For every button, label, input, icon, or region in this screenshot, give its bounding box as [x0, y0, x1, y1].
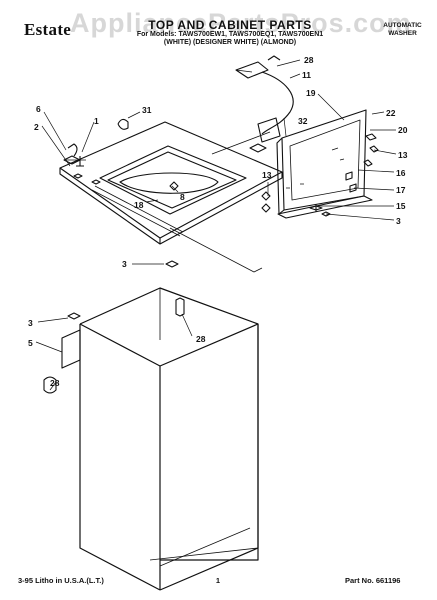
callout-13-right: 13 — [398, 150, 408, 160]
top-panel-left-edge — [59, 168, 161, 245]
callout-labels: 28 11 31 6 1 2 8 18 19 32 22 20 13 16 17… — [28, 55, 408, 388]
harness-connector-bottom — [257, 117, 281, 143]
part-3-clip-top — [165, 260, 179, 268]
callout-31: 31 — [142, 105, 152, 115]
part-28-screw-right — [175, 297, 185, 317]
callout-18: 18 — [134, 200, 144, 210]
callout-22: 22 — [386, 108, 396, 118]
lid-opening-inner — [107, 151, 237, 209]
cabinet-left-edge — [79, 324, 161, 591]
callout-32: 32 — [298, 116, 308, 126]
callout-3-left: 3 — [28, 318, 33, 328]
washer-top-assembly — [59, 118, 283, 273]
callout-19: 19 — [306, 88, 316, 98]
harness-connector-top — [235, 61, 269, 79]
print-info: 3-95 Litho in U.S.A.(L.T.) — [18, 576, 104, 585]
callout-17-lower: 3 — [396, 216, 401, 226]
color-list: (WHITE) (DESIGNER WHITE) (ALMOND) — [163, 39, 297, 46]
cabinet-right-front — [159, 324, 259, 591]
callout-15: 15 — [396, 201, 406, 211]
lid-opening-curve — [119, 172, 219, 194]
callout-28-right: 28 — [196, 334, 206, 344]
console-panel — [211, 109, 379, 219]
part-32-grommet — [249, 143, 267, 153]
top-panel-front-edge — [159, 172, 283, 245]
part-13-screws-left — [261, 191, 271, 213]
page-number: 1 — [215, 576, 221, 585]
product-type-line2: WASHER — [388, 30, 417, 37]
callout-6: 6 — [36, 104, 41, 114]
diagram-title: TOP AND CABINET PARTS — [148, 18, 312, 32]
callout-2: 2 — [34, 122, 39, 132]
console-side — [276, 137, 285, 215]
callout-17-upper: 17 — [396, 185, 406, 195]
callout-28-left: 28 — [50, 378, 60, 388]
part-17-lower-screw — [321, 211, 331, 217]
top-panel-outline — [59, 121, 283, 239]
callout-20: 20 — [398, 125, 408, 135]
part-3-clip-left — [67, 312, 81, 320]
product-type: AUTOMATIC WASHER — [375, 22, 430, 38]
part-13-20-screws-right — [363, 133, 379, 167]
watermark: AppliancePartsPros.com — [70, 8, 412, 38]
console-to-top-line — [211, 131, 271, 155]
product-type-line1: AUTOMATIC — [383, 22, 422, 29]
cabinet-corner-bracket-left — [61, 329, 81, 369]
part-16-17-clips — [345, 171, 357, 193]
callout-13-left: 13 — [262, 170, 272, 180]
leader-lines — [35, 59, 397, 391]
wire-harness — [235, 55, 294, 153]
model-list: For Models: TAWS700EW1, TAWS700EQ1, TAWS… — [136, 31, 324, 38]
part-1-screw — [76, 156, 84, 167]
part-28-screw-top — [267, 55, 281, 61]
top-hinge-line — [169, 227, 263, 273]
cabinet-base-trim — [159, 527, 251, 567]
callout-5: 5 — [28, 338, 33, 348]
cabinet-back-frame — [79, 287, 259, 561]
console-bottom-trim — [277, 195, 373, 219]
part-15-bracket — [309, 204, 323, 212]
part-8-clip — [169, 181, 179, 191]
callout-8: 8 — [180, 192, 185, 202]
callout-11: 11 — [302, 70, 311, 80]
top-mount-holes — [73, 173, 101, 185]
harness-cable — [261, 71, 294, 135]
cabinet-top-edge — [79, 323, 259, 367]
brand-logo: Estate — [24, 20, 72, 39]
console-slots — [286, 147, 345, 189]
callout-3-top: 3 — [122, 259, 127, 269]
top-panel-trim — [91, 185, 184, 237]
callout-1: 1 — [94, 116, 99, 126]
console-back-panel — [281, 109, 367, 211]
cabinet-base-line — [149, 547, 259, 561]
callout-28-top: 28 — [304, 55, 314, 65]
cabinet-assembly — [43, 260, 259, 591]
part-31-bumper — [117, 118, 129, 130]
callout-16: 16 — [396, 168, 406, 178]
part-28-screw-left — [43, 376, 57, 394]
part-number: Part No. 661196 — [345, 576, 401, 585]
